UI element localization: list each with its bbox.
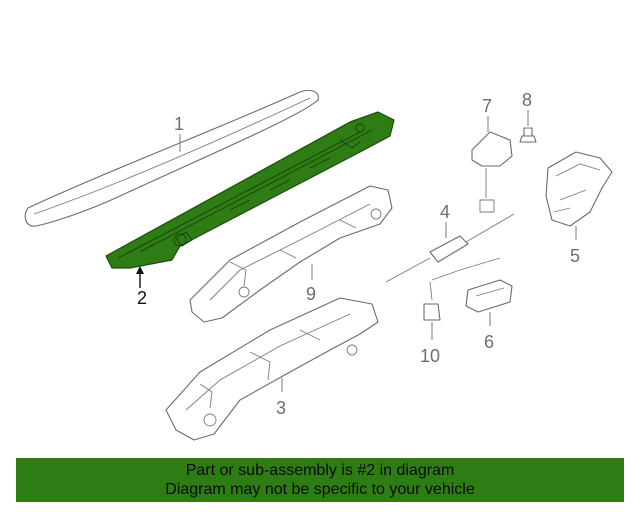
part-7-clip[interactable]	[471, 131, 513, 213]
callout-5: 5	[570, 226, 580, 266]
callout-2-label: 2	[137, 288, 147, 308]
part-6-switch[interactable]	[465, 279, 513, 313]
callout-5-label: 5	[570, 246, 580, 266]
callout-2: 2	[136, 266, 147, 308]
callout-6-label: 6	[484, 332, 494, 352]
callout-3: 3	[276, 378, 286, 418]
callout-4-label: 4	[440, 202, 450, 222]
callout-6: 6	[484, 312, 494, 352]
info-banner: Part or sub-assembly is #2 in diagram Di…	[16, 458, 624, 502]
callout-4: 4	[440, 202, 450, 238]
callout-9: 9	[306, 264, 316, 304]
callout-7: 7	[482, 96, 492, 132]
part-2-reinforcement[interactable]	[105, 111, 395, 269]
callout-1: 1	[174, 114, 184, 152]
banner-line-2: Diagram may not be specific to your vehi…	[165, 481, 475, 498]
callout-8: 8	[522, 90, 532, 126]
part-8-grommet[interactable]	[519, 127, 537, 143]
callout-10-label: 10	[420, 346, 440, 366]
callout-3-label: 3	[276, 398, 286, 418]
callout-10: 10	[420, 322, 440, 366]
callout-9-label: 9	[306, 284, 316, 304]
part-3-bracket[interactable]	[165, 297, 379, 441]
callout-7-label: 7	[482, 96, 492, 116]
callout-8-label: 8	[522, 90, 532, 110]
part-10-sensor[interactable]	[423, 257, 501, 321]
part-5-actuator[interactable]	[545, 151, 613, 227]
part-1-spoiler[interactable]	[24, 89, 319, 227]
part-4-cable[interactable]	[385, 213, 515, 283]
callout-1-label: 1	[174, 114, 184, 134]
banner-line-1: Part or sub-assembly is #2 in diagram	[185, 462, 455, 479]
part-9-bracket[interactable]	[189, 185, 393, 323]
